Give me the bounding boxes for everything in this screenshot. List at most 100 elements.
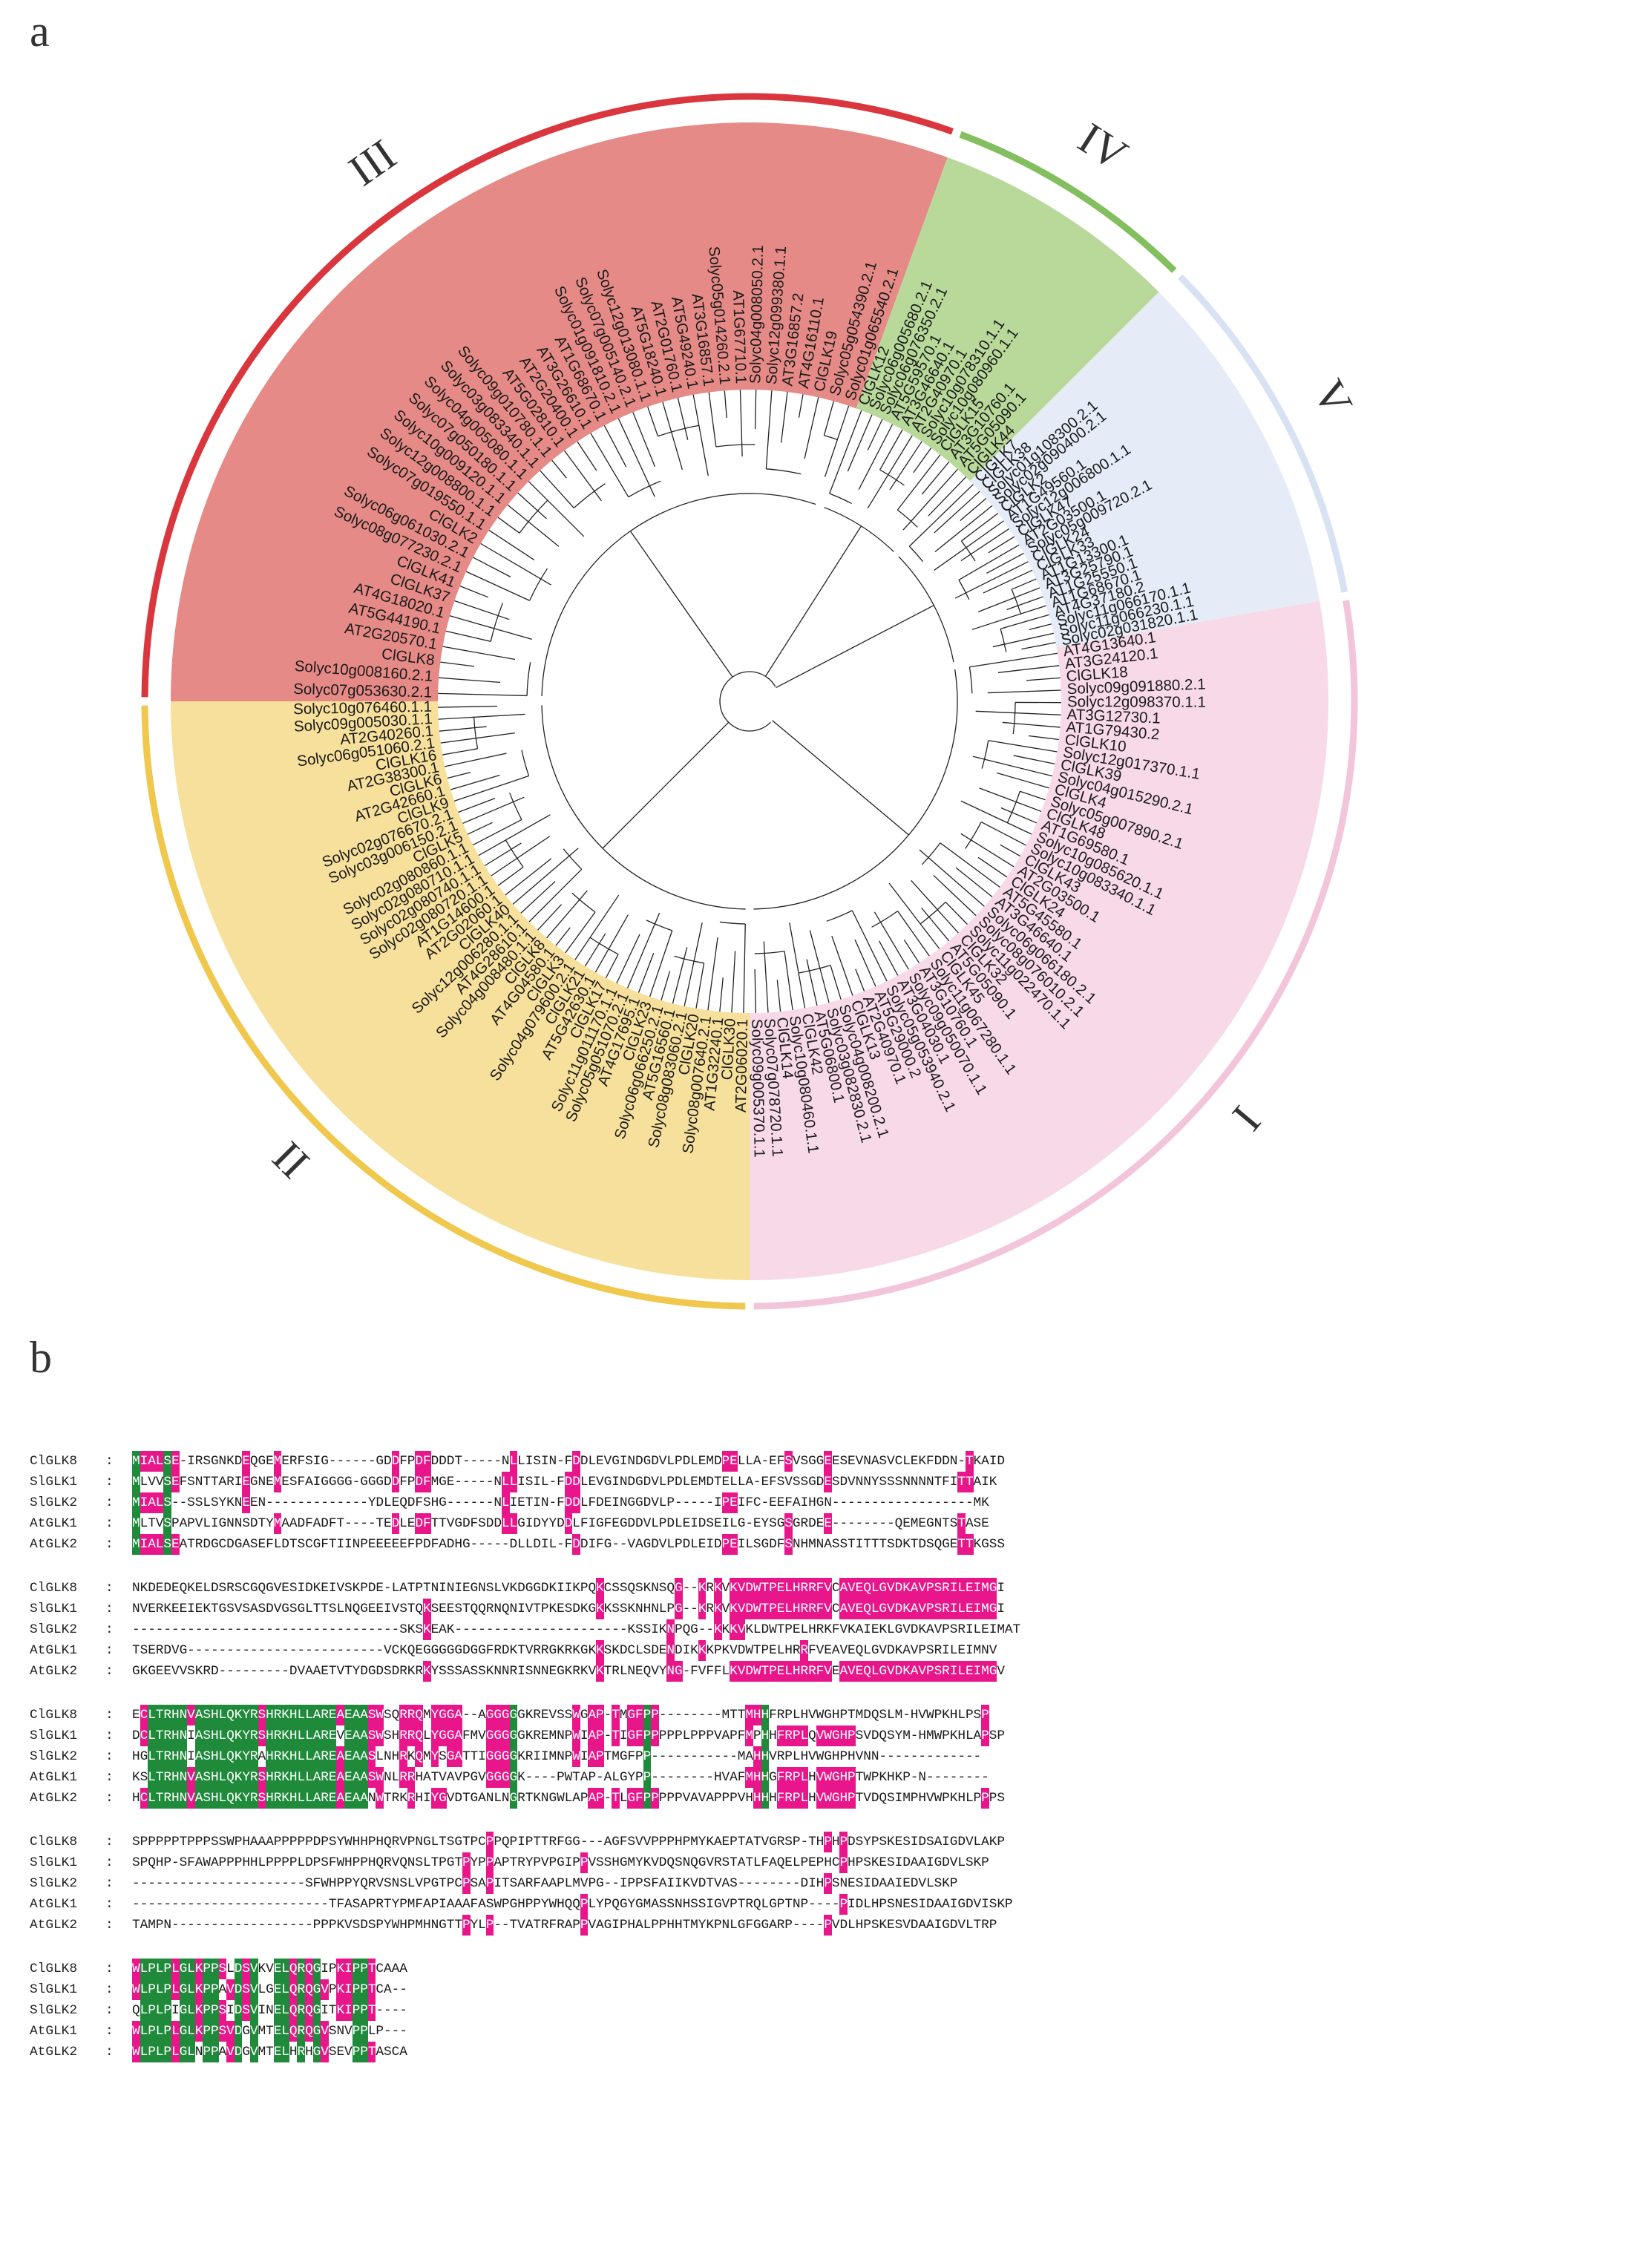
tree-root-arc <box>719 671 776 732</box>
tree-branch <box>798 394 804 418</box>
tree-internal-arc <box>829 493 852 504</box>
tree-branch <box>1000 807 1037 824</box>
tree-branch <box>776 980 781 1012</box>
tree-branch <box>605 954 619 979</box>
alignment-row: AtGLK1:TSERDVG-------------------------V… <box>30 1640 1625 1661</box>
sequence-residues: WLPLPLGLKPPAVDSVLGELQRQGVPKIPPTCA-- <box>132 1979 407 2000</box>
tree-branch <box>707 937 718 1011</box>
tree-internal-branch <box>629 531 733 678</box>
tree-internal-arc <box>1000 629 1007 652</box>
tree-internal-arc <box>921 842 941 865</box>
separator: : <box>105 1876 114 1891</box>
tree-branch <box>854 939 876 987</box>
tree-internal-arc <box>589 937 619 955</box>
tree-branch <box>830 965 842 1000</box>
alignment-row: AtGLK1:WLPLPLGLKPPSVDGVMTELQRQGVSNVPPLP-… <box>30 2021 1625 2042</box>
alignment-row: SlGLK2:QLPLPIGLKPPSIDSVINELQRQGITKIPPT--… <box>30 2000 1625 2021</box>
tree-branch <box>731 951 736 1013</box>
separator: : <box>105 1495 114 1510</box>
tree-branch <box>445 630 491 642</box>
sequence-name: SlGLK1 <box>30 1602 78 1616</box>
tree-branch <box>603 425 627 468</box>
sequence-residues: GKGEEVVSKRD---------DVAAETVTYDGDSDRKRKYS… <box>132 1661 1005 1682</box>
clade-sector-I <box>750 600 1329 1280</box>
alignment-row: SlGLK2:HGLTRHNIASHLQKYRAHRKHLLAREAEAASLN… <box>30 1746 1625 1767</box>
sequence-name: ClGLK8 <box>30 1708 78 1723</box>
separator: : <box>105 2003 114 2018</box>
separator: : <box>105 1961 114 1976</box>
tree-internal-arc <box>968 666 973 694</box>
panel-b-label: b <box>30 1333 52 1382</box>
sequence-residues: MLTVSPAPVLIGNNSDTYMAADFADFT----TEDLEDFTT… <box>132 1513 989 1534</box>
tree-branch <box>450 774 500 790</box>
tree-branch <box>677 398 689 440</box>
separator: : <box>105 2024 114 2039</box>
tree-branch <box>439 677 501 684</box>
sequence-residues: MLVVSEFSNTTARIEGNEMESFAIGGGG-GGGDDFPDFMG… <box>132 1472 997 1492</box>
tree-branch <box>919 849 985 907</box>
tree-internal-arc <box>519 499 548 534</box>
tree-branch <box>940 842 1000 888</box>
tree-branch <box>867 435 913 509</box>
tree-branch <box>449 615 532 640</box>
tree-branch <box>879 940 899 976</box>
sequence-name: AtGLK2 <box>30 1664 78 1679</box>
sequence-residues: MIALSE-IRSGNKDEQGEMERFSIG------GDDFPDFDD… <box>132 1451 1005 1472</box>
sequence-name: SlGLK2 <box>30 1749 78 1764</box>
tree-branch <box>954 561 1029 599</box>
tree-leaf-label: AT3G12730.1 <box>1066 706 1161 727</box>
tree-branch <box>478 814 551 856</box>
clade-ring-III <box>141 93 954 698</box>
tree-branch <box>440 733 515 744</box>
sequence-name: AtGLK1 <box>30 1516 78 1531</box>
sequence-name: ClGLK8 <box>30 1454 78 1469</box>
tree-canvas: AT4G13640.1AT3G24120.1ClGLK18Solyc09g091… <box>141 93 1362 1310</box>
clade-sector-V <box>969 292 1320 648</box>
sequence-name: AtGLK1 <box>30 2024 78 2039</box>
tree-branch <box>462 796 525 825</box>
tree-branch <box>616 934 640 984</box>
tree-branch <box>505 858 552 896</box>
tree-branch <box>992 632 1054 648</box>
tree-branch <box>960 800 1032 835</box>
tree-branch <box>754 390 757 430</box>
sequence-name: SlGLK2 <box>30 1876 78 1891</box>
tree-internal-arc <box>473 717 479 749</box>
tree-internal-arc <box>981 740 989 769</box>
tree-branch <box>969 652 1058 668</box>
tree-branch <box>824 405 850 477</box>
sequence-residues: SPPPPPTPPPSSWPHAAAPPPPPDPSYWHHPHQRVPNGLT… <box>132 1832 1005 1852</box>
tree-branch <box>888 882 940 949</box>
tree-branch <box>1029 623 1052 631</box>
tree-branch <box>765 390 773 469</box>
tree-internal-arc <box>573 483 606 508</box>
tree-branch <box>528 481 585 537</box>
tree-branch <box>555 927 571 946</box>
separator: : <box>105 1791 114 1806</box>
tree-branch <box>789 922 806 1009</box>
tree-branch <box>988 740 1058 753</box>
tree-branch <box>903 940 920 963</box>
separator: : <box>105 1855 114 1870</box>
tree-branch <box>1011 578 1037 590</box>
tree-branch <box>911 879 959 934</box>
tree-internal-arc <box>798 965 831 974</box>
separator: : <box>105 1982 114 1997</box>
tree-branch <box>855 969 865 992</box>
tree-branch <box>1000 614 1049 629</box>
tree-internal-branch <box>602 721 730 849</box>
sequence-residues: ----------------------------------SKSKEA… <box>132 1619 1020 1640</box>
tree-branch <box>438 692 528 697</box>
tree-branch <box>972 756 1052 777</box>
tree-branch <box>908 484 974 547</box>
tree-branch <box>873 911 909 970</box>
tree-branch <box>590 433 629 498</box>
alignment-row: AtGLK1:-------------------------TFASAPRT… <box>30 1894 1625 1915</box>
sequence-residues: KSLTRHNVASHLQKYRSHRKHLLAREAEAASWNLRRHATV… <box>132 1767 989 1788</box>
tree-branch <box>847 414 873 472</box>
tree-branch <box>724 390 727 419</box>
tree-branch <box>520 881 556 914</box>
tree-branch <box>851 910 888 982</box>
separator: : <box>105 1643 114 1658</box>
tree-branch <box>438 713 525 720</box>
